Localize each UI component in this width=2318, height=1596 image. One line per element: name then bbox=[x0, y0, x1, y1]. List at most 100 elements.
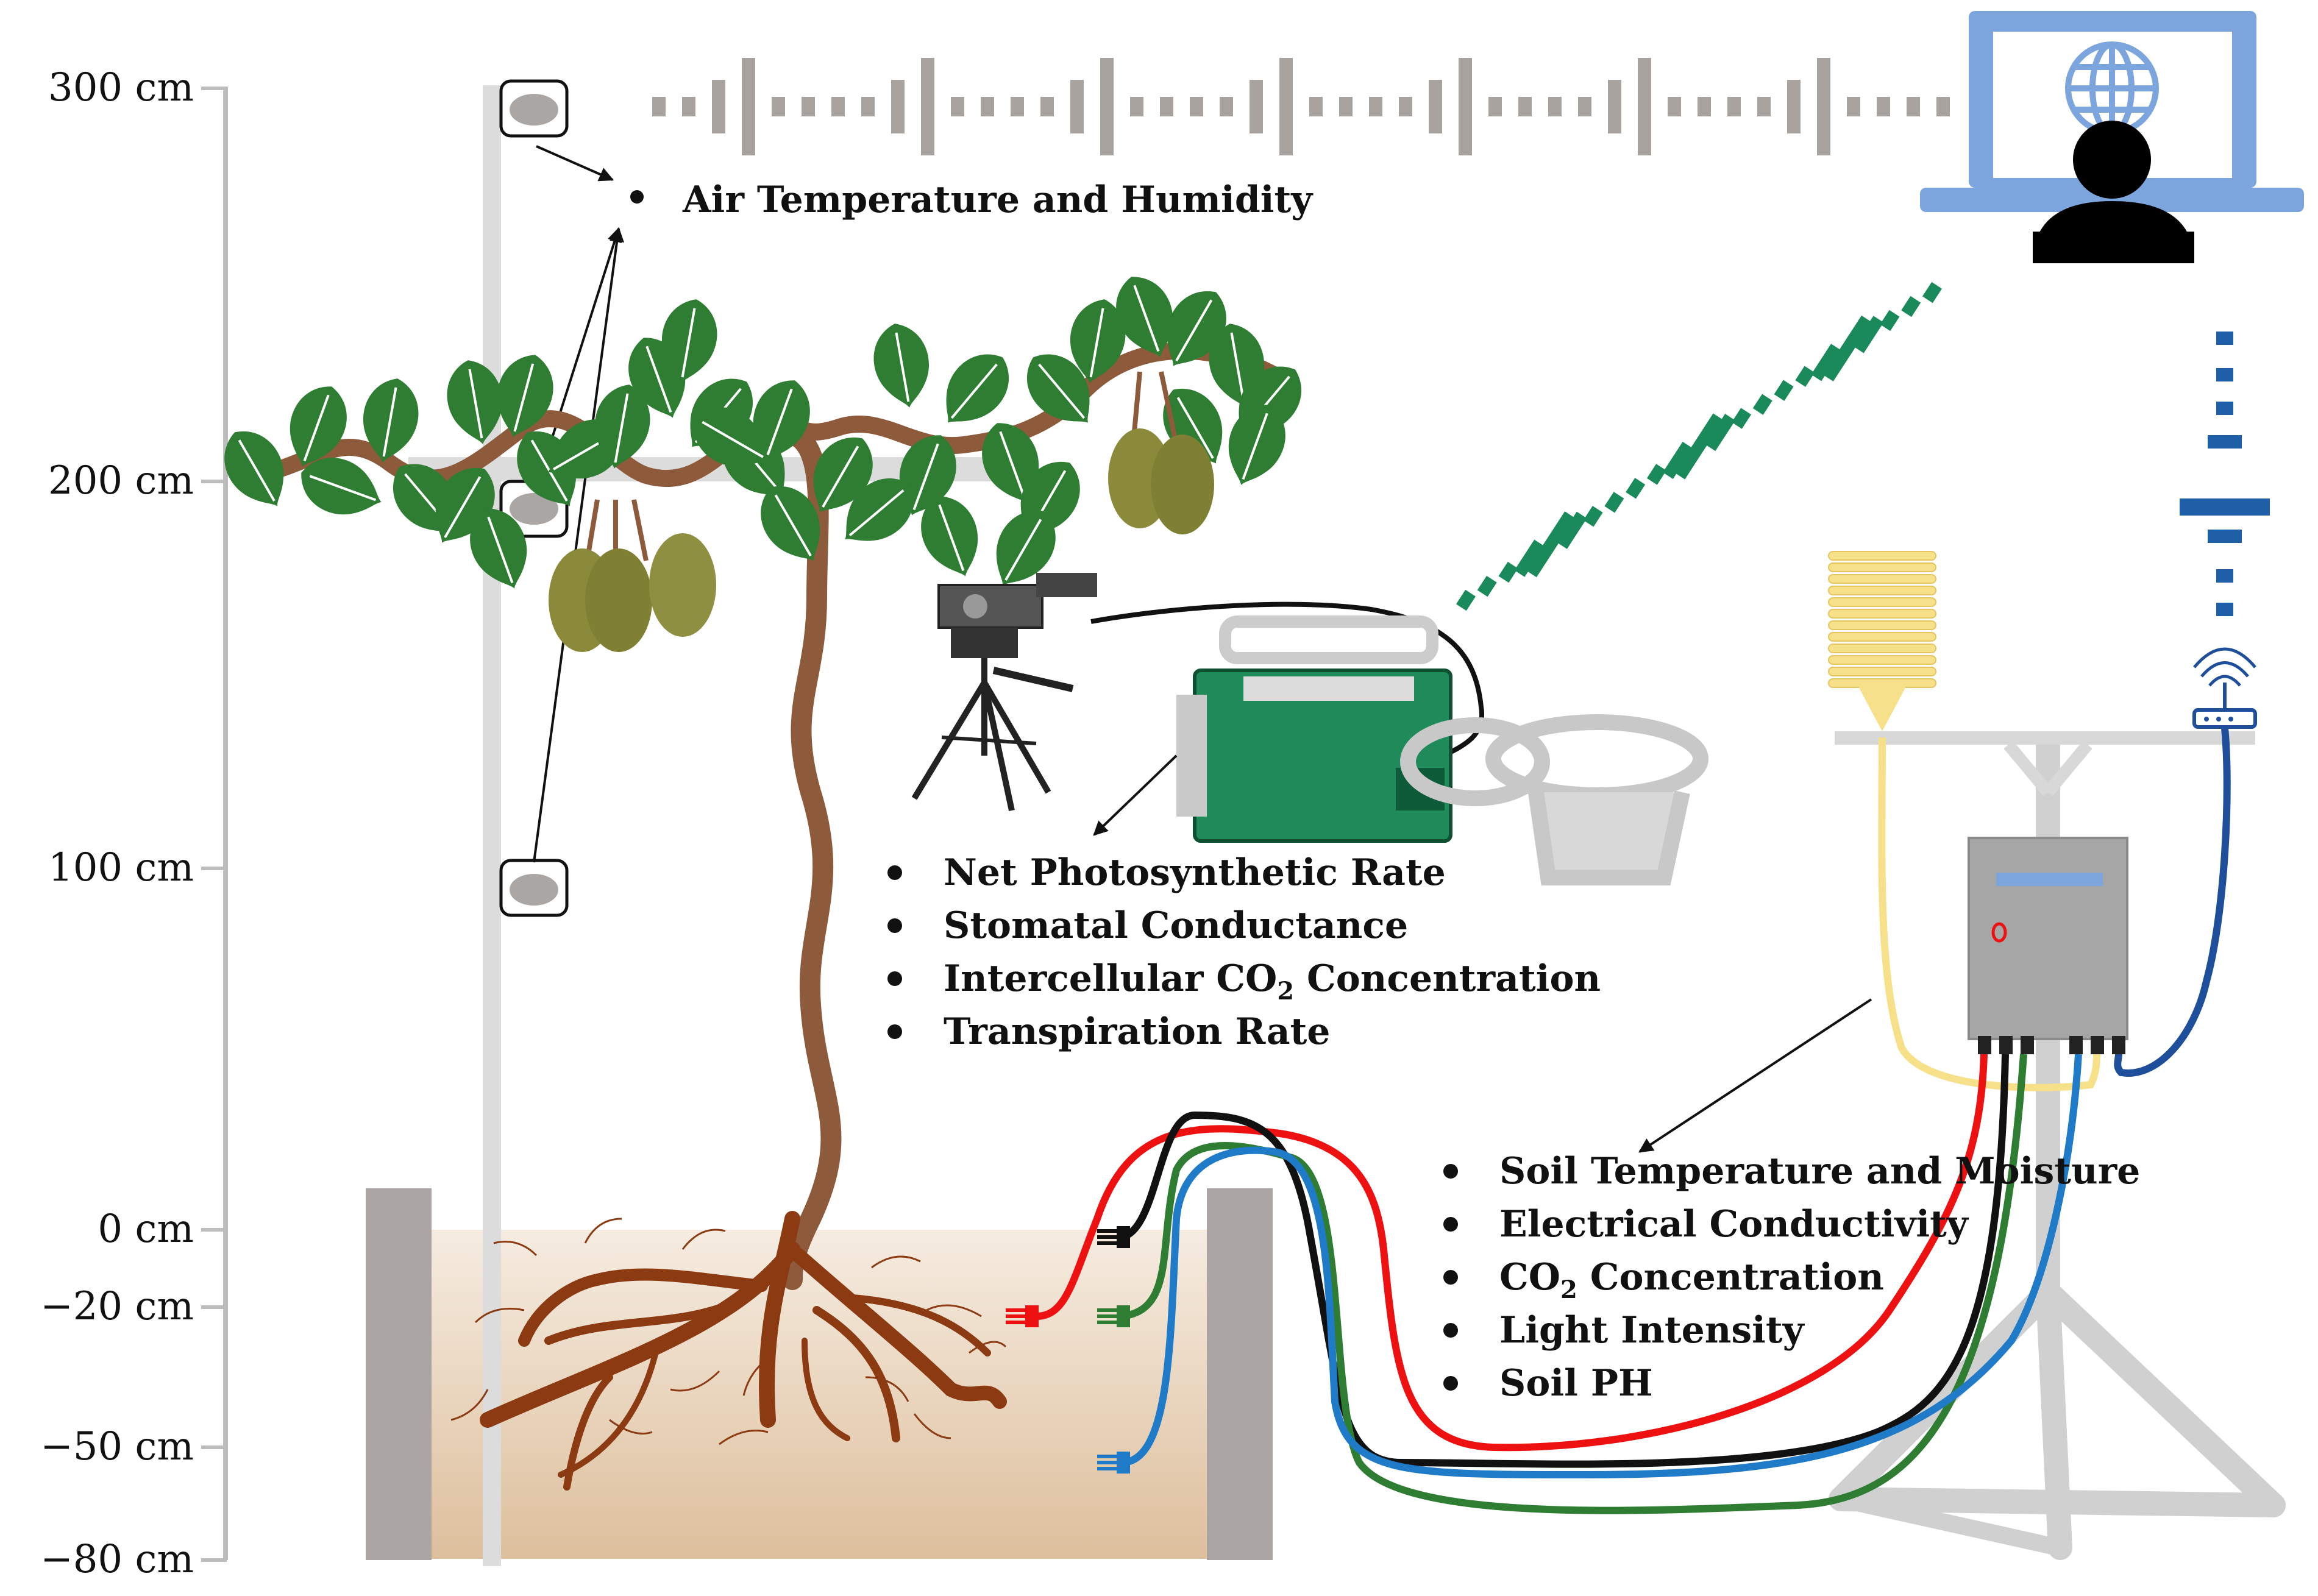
axis-tick-label: 300 cm bbox=[48, 65, 194, 110]
leaf-vein bbox=[382, 387, 397, 457]
axis-tick-label: 100 cm bbox=[48, 845, 194, 890]
leaf bbox=[693, 407, 769, 467]
signal-bar bbox=[1369, 97, 1382, 116]
weather-station bbox=[1638, 551, 2286, 1560]
signal-bar bbox=[2208, 530, 2242, 543]
leaf-vein bbox=[702, 420, 764, 458]
list-item: Soil Temperature and Moisture bbox=[1499, 1150, 2140, 1193]
signal-bar bbox=[2208, 435, 2242, 449]
signal-bar bbox=[1853, 316, 1884, 353]
camera-icon bbox=[937, 573, 1097, 658]
axis-tick-label: −20 cm bbox=[40, 1284, 194, 1329]
signal-bar bbox=[682, 97, 695, 116]
signal-bar bbox=[712, 80, 725, 133]
leaf-vein bbox=[848, 489, 905, 537]
root-hairs bbox=[450, 1218, 1007, 1445]
signal-bar bbox=[831, 97, 845, 116]
leaf-vein bbox=[468, 369, 483, 439]
leaf-vein bbox=[766, 388, 793, 456]
leaf-vein bbox=[1230, 332, 1245, 402]
bullet bbox=[630, 190, 644, 204]
list-item: Net Photosynthetic Rate bbox=[944, 851, 1446, 894]
leaf-vein bbox=[999, 431, 1026, 498]
signal-bar bbox=[1674, 413, 1724, 480]
leaf-vein bbox=[1242, 413, 1268, 480]
air-sensor-100 bbox=[499, 859, 569, 917]
soil-parameters: Soil Temperature and MoistureElectrical … bbox=[1443, 1150, 2140, 1405]
signal-bar bbox=[1514, 539, 1545, 577]
signal-bar bbox=[1608, 80, 1621, 133]
container-left-wall bbox=[366, 1188, 432, 1560]
bullet bbox=[1443, 1376, 1458, 1391]
axis-tick-label: −50 cm bbox=[40, 1424, 194, 1469]
list-item: CO2 Concentration bbox=[1499, 1256, 1884, 1304]
signal-bar bbox=[772, 97, 785, 116]
leaf-vein bbox=[238, 439, 276, 502]
signal-bar bbox=[1190, 97, 1203, 116]
bullet bbox=[1443, 1323, 1458, 1338]
signal-bar bbox=[802, 97, 815, 116]
signal-bar bbox=[1668, 97, 1681, 116]
bullet bbox=[1443, 1164, 1458, 1179]
radiation-shield-icon bbox=[1828, 551, 1936, 731]
signal-bar bbox=[1583, 506, 1603, 527]
leaf bbox=[301, 458, 382, 515]
signal-bar bbox=[1100, 58, 1114, 155]
signal-bar bbox=[1626, 478, 1646, 499]
signal-bar bbox=[2216, 332, 2233, 345]
leaf-vein bbox=[1133, 285, 1160, 352]
leaf bbox=[899, 435, 956, 516]
bullet bbox=[1443, 1270, 1458, 1285]
arrow-300 bbox=[536, 145, 614, 182]
leaf bbox=[996, 510, 1056, 586]
wifi-router-icon bbox=[2192, 647, 2257, 729]
shield-plate bbox=[1828, 551, 1936, 561]
leaf-vein bbox=[950, 363, 998, 419]
signal-bar bbox=[1578, 97, 1591, 116]
signal-bar bbox=[1459, 58, 1472, 155]
roots bbox=[480, 1211, 1007, 1491]
signal-bar bbox=[2180, 498, 2270, 516]
leaf-vein bbox=[1004, 519, 1042, 581]
signal-bar bbox=[891, 80, 905, 133]
signal-bar bbox=[1822, 315, 1872, 381]
list-item-text: Soil Temperature and Moisture bbox=[1499, 1150, 2140, 1193]
soil-container bbox=[366, 1188, 1273, 1560]
signal-bar bbox=[1698, 97, 1711, 116]
signal-bar bbox=[1160, 97, 1173, 116]
station-tripod bbox=[1829, 731, 2286, 1560]
list-item-tail: Concentration bbox=[1577, 1256, 1884, 1299]
signal-bar bbox=[951, 97, 964, 116]
signal-bar bbox=[1518, 97, 1532, 116]
leaf-vein bbox=[444, 476, 482, 538]
list-item-text: Net Photosynthetic Rate bbox=[944, 851, 1446, 894]
leaf-vein bbox=[912, 443, 939, 511]
subscript: 2 bbox=[1277, 977, 1294, 1005]
shield-plate bbox=[1828, 597, 1936, 607]
globe-icon bbox=[2065, 41, 2159, 135]
list-item-text: CO bbox=[1499, 1256, 1560, 1299]
crossbar bbox=[1835, 731, 2255, 745]
bullet bbox=[887, 971, 902, 986]
leaf-vein bbox=[303, 394, 330, 462]
signal-bar bbox=[1795, 366, 1815, 387]
list-item-text: Stomatal Conductance bbox=[944, 904, 1408, 947]
signal-bar bbox=[1811, 344, 1841, 381]
signal-bar bbox=[1752, 394, 1772, 415]
soil-arrow bbox=[1638, 998, 1872, 1153]
leaf-vein bbox=[774, 494, 812, 556]
signal-bar bbox=[1399, 97, 1412, 116]
signal-bar bbox=[1604, 492, 1624, 513]
leaf-vein bbox=[487, 516, 514, 584]
shield-plate bbox=[1828, 620, 1936, 630]
air-sensor-300 bbox=[499, 79, 569, 138]
probe-blue bbox=[1097, 1452, 1130, 1474]
soil-sensor-cables bbox=[1036, 1054, 2082, 1514]
signal-bar bbox=[1727, 97, 1741, 116]
signal-bar bbox=[1732, 408, 1752, 429]
leaf bbox=[470, 508, 527, 589]
leaf bbox=[224, 431, 284, 506]
shield-plate bbox=[1828, 609, 1936, 619]
